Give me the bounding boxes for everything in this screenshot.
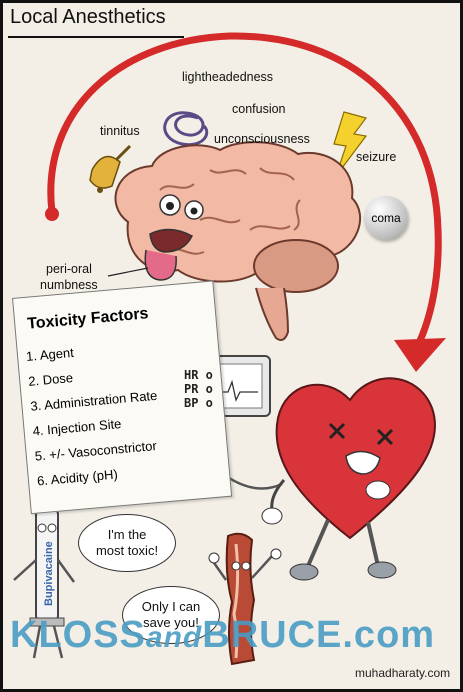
title-underline — [8, 36, 184, 38]
lightning-icon — [333, 111, 368, 177]
monitor-line-bp: BP o — [184, 396, 213, 410]
symptom-unconsciousness: unconsciousness — [214, 132, 310, 146]
symptom-confusion: confusion — [232, 102, 286, 116]
bacon-bubble-line1: Only I can — [141, 599, 201, 614]
progression-arrow — [47, 32, 442, 349]
brain-illustration — [114, 141, 362, 341]
brand-tld: .com — [342, 614, 436, 656]
arrow-tail-dot — [45, 207, 59, 221]
site-credit: muhadharaty.com — [355, 666, 451, 680]
brand-and: and — [145, 621, 203, 654]
monitor-readout: HR o PR o BP o — [184, 368, 213, 410]
toxicity-heading: Toxicity Factors — [26, 305, 150, 333]
symptom-perioral-line2: numbness — [40, 278, 98, 292]
syringe-speech-bubble: I'm the most toxic! — [78, 514, 176, 572]
symptom-seizure: seizure — [356, 150, 397, 164]
bacon-bubble-line2: save you! — [143, 615, 199, 630]
syringe-label: Bupivacaine — [43, 541, 55, 606]
arrowhead — [394, 338, 446, 372]
syringe-bubble-line2: most toxic! — [95, 543, 159, 558]
syringe-bubble-line1: I'm the — [107, 527, 147, 542]
symptom-lightheadedness: lightheadedness — [182, 70, 274, 84]
coma-ball: coma — [364, 196, 408, 240]
symptom-tinnitus: tinnitus — [100, 124, 140, 138]
symptom-perioral-line1: peri-oral — [46, 262, 92, 276]
perioral-pointer — [107, 267, 149, 277]
brand-left: KLOSS — [10, 614, 146, 656]
bell-icon — [89, 144, 132, 193]
monitor-line-hr: HR o — [184, 368, 213, 382]
monitor-line-pr: PR o — [184, 382, 213, 396]
page-title: Local Anesthetics — [10, 6, 166, 28]
brand-right: BRUCE — [202, 614, 343, 656]
bacon-character — [208, 532, 282, 666]
symptom-coma: coma — [371, 211, 401, 225]
heart-character — [261, 377, 437, 581]
toxicity-factor-list: 1. Agent 2. Dose 3. Administration Rate … — [17, 327, 229, 494]
syringe-character — [13, 476, 76, 659]
brand-watermark: KLOSSandBRUCE.com — [10, 614, 435, 657]
dizzy-swirl — [163, 111, 209, 147]
bacon-speech-bubble: Only I can save you! — [122, 586, 220, 644]
